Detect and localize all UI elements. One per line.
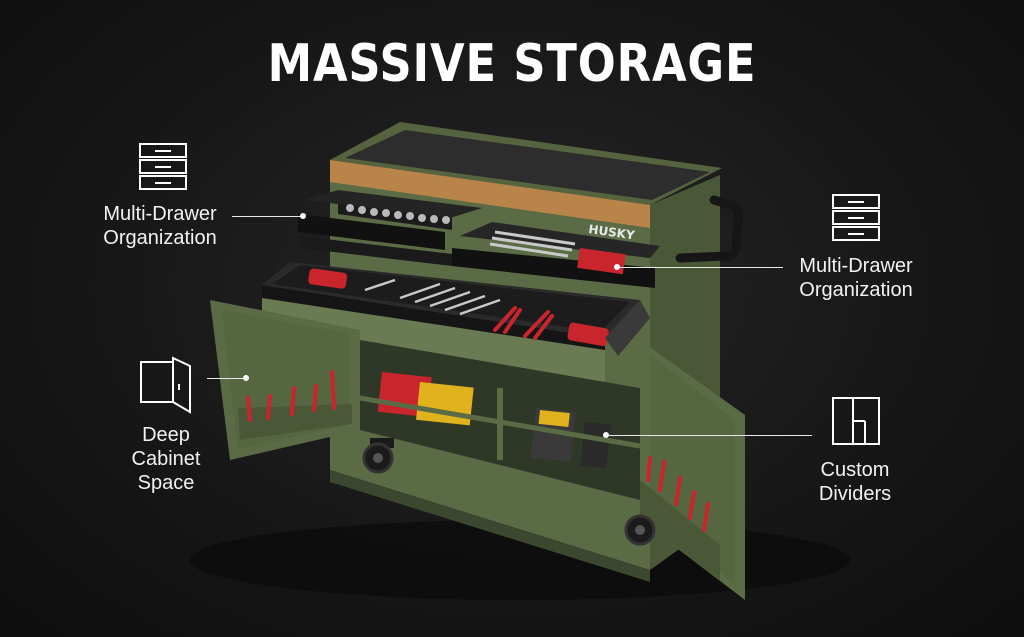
door-pliers-right [646, 456, 710, 532]
callout-multi-drawer-left: Multi-Drawer Organization [90, 202, 230, 250]
drawers-icon [832, 194, 880, 241]
socket-set [346, 204, 450, 224]
divider-panel-icon [832, 397, 880, 445]
rubber-top-mat [345, 130, 710, 200]
leader-dot-left [243, 375, 249, 381]
callout-deep-cabinet: Deep Cabinet Space [116, 423, 216, 495]
leader-line-top-right [617, 267, 783, 268]
leader-dot-right [603, 432, 609, 438]
yellow-toolbox [416, 382, 474, 426]
callout-line: Organization [103, 227, 217, 249]
callout-line: Dividers [818, 483, 892, 505]
cabinet-door-icon [140, 356, 191, 414]
callout-line: Multi-Drawer [103, 203, 217, 225]
callout-line: Multi-Drawer [799, 255, 913, 277]
callout-line: Organization [799, 279, 913, 301]
leader-line-top-left [232, 216, 304, 217]
leader-dot-top-left [300, 213, 306, 219]
callout-line: Space [137, 472, 195, 494]
drawers-icon [139, 143, 187, 190]
wrench-set [489, 230, 576, 258]
callout-multi-drawer-right: Multi-Drawer Organization [784, 254, 928, 302]
callout-line: Deep [142, 424, 190, 446]
callout-line: Cabinet [131, 448, 201, 470]
side-handle [675, 195, 743, 263]
leader-line-right [607, 435, 812, 436]
leader-line-left [207, 378, 245, 379]
caster-wheels [362, 438, 656, 546]
page-title: MASSIVE STORAGE [267, 34, 757, 94]
pliers-drawer [493, 306, 554, 340]
leader-dot-top-right [614, 264, 620, 270]
wood-trim [330, 160, 650, 228]
door-pliers-left [246, 370, 336, 422]
callout-line: Custom [820, 459, 890, 481]
callout-custom-dividers: Custom Dividers [800, 458, 910, 506]
